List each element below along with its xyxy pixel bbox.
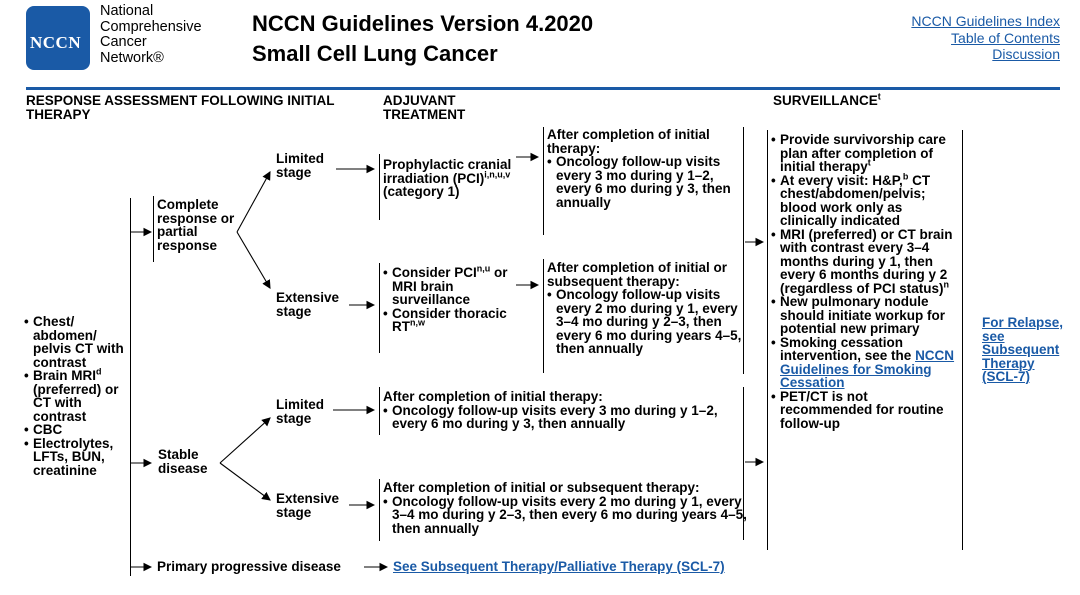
pci-recommendation: Prophylactic cranial irradiation (PCI)i,… xyxy=(383,157,512,199)
extensive-stage-label-1: Extensive stage xyxy=(276,290,340,319)
arrow xyxy=(219,462,271,501)
assessment-item: Brain MRId (preferred) or CT with contra… xyxy=(24,367,132,423)
surveillance-item: MRI (preferred) or CT brain with contras… xyxy=(771,227,961,296)
arrow xyxy=(236,171,271,233)
arrow xyxy=(219,417,271,464)
guidelines-index-link[interactable]: NCCN Guidelines Index xyxy=(911,13,1060,29)
table-of-contents-link[interactable]: Table of Contents xyxy=(951,29,1060,46)
adjuvant-treatment-header: ADJUVANT TREATMENT xyxy=(383,93,466,122)
org-line: National xyxy=(100,3,154,19)
nccn-logo xyxy=(26,6,90,70)
response-bracket xyxy=(130,198,131,576)
bracket-line xyxy=(153,196,154,262)
bracket-line xyxy=(743,387,744,540)
adjuvant-item: Consider PCIn,u or MRI brain surveillanc… xyxy=(383,264,508,307)
adjuvant-item: Consider thoracic RTn,w xyxy=(383,306,508,334)
assessment-item: CBC xyxy=(24,423,132,437)
assessment-item: Electrolytes, LFTs, BUN, creatinine xyxy=(24,436,132,478)
stable-disease-label: Stable disease xyxy=(158,447,208,476)
relapse-link[interactable]: For Relapse, see Subsequent Therapy (SCL… xyxy=(982,315,1064,384)
bracket-line xyxy=(379,479,380,541)
followup-extensive: After completion of initial or subsequen… xyxy=(547,261,742,356)
response-assessment-header: RESPONSE ASSESSMENT FOLLOWING INITIAL TH… xyxy=(26,93,335,122)
surveillance-list: Provide survivorship care plan after com… xyxy=(771,133,961,430)
org-line: Cancer xyxy=(100,34,147,50)
bracket-line xyxy=(543,259,544,373)
bracket-line xyxy=(767,130,768,550)
surveillance-item: At every visit: H&P,b CT chest/abdomen/p… xyxy=(771,172,961,228)
surveillance-item: New pulmonary nodule should initiate wor… xyxy=(771,295,961,336)
progressive-disease-label: Primary progressive disease xyxy=(157,559,341,574)
bracket-line xyxy=(543,127,544,235)
bracket-line xyxy=(379,387,380,435)
surveillance-item: Provide survivorship care plan after com… xyxy=(771,133,961,174)
org-line: Comprehensive xyxy=(100,18,202,35)
bracket-line xyxy=(962,130,963,550)
complete-response-label: Complete response or partial response xyxy=(157,197,235,253)
logo-text: NCCN xyxy=(30,33,82,52)
surveillance-footnote: t xyxy=(877,91,881,102)
extensive-stage-label-2: Extensive stage xyxy=(276,491,340,520)
followup-stable-limited: After completion of initial therapy: Onc… xyxy=(383,390,738,431)
arrow xyxy=(236,231,271,289)
surveillance-item: PET/CT is not recommended for routine fo… xyxy=(771,389,961,431)
followup-limited-pci: After completion of initial therapy: Onc… xyxy=(547,128,742,209)
bracket-line xyxy=(743,127,744,374)
org-line: Network® xyxy=(100,49,164,66)
smoking-cessation-link[interactable]: NCCN Guidelines for Smoking Cessation xyxy=(780,348,955,390)
surveillance-header-text: SURVEILLANCE xyxy=(773,93,878,108)
guideline-topic: Small Cell Lung Cancer xyxy=(252,41,498,66)
guideline-version: NCCN Guidelines Version 4.2020 xyxy=(252,11,594,36)
surveillance-header: SURVEILLANCEt xyxy=(773,91,881,108)
discussion-link[interactable]: Discussion xyxy=(992,46,1060,62)
page-title: NCCN Guidelines Version 4.2020 Small Cel… xyxy=(252,9,593,69)
extensive-adjuvant-options: Consider PCIn,u or MRI brain surveillanc… xyxy=(383,264,508,334)
surveillance-item: Smoking cessation intervention, see the … xyxy=(771,335,961,390)
header-divider xyxy=(26,87,1060,90)
followup-stable-extensive: After completion of initial or subsequen… xyxy=(383,481,748,535)
organization-name: National Comprehensive Cancer Network® xyxy=(100,3,202,66)
limited-stage-label-2: Limited stage xyxy=(276,397,325,426)
top-navigation: NCCN Guidelines Index Table of Contents … xyxy=(911,13,1060,63)
assessment-item: Chest/ abdomen/ pelvis CT with contrast xyxy=(24,315,132,369)
bracket-line xyxy=(379,263,380,353)
limited-stage-label-1: Limited stage xyxy=(276,151,325,180)
assessment-list: Chest/ abdomen/ pelvis CT with contrast … xyxy=(24,315,132,477)
bracket-line xyxy=(379,154,380,220)
subsequent-palliative-therapy-link[interactable]: See Subsequent Therapy/Palliative Therap… xyxy=(393,559,725,574)
